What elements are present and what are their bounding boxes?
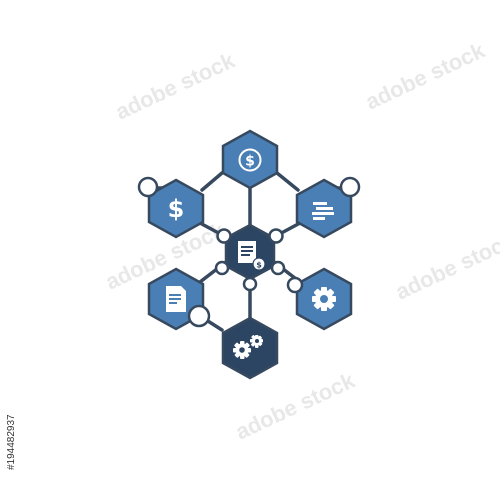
invoice-icon: $	[238, 241, 266, 271]
hex-node-top: $	[221, 129, 279, 190]
hex-node-bottom	[221, 316, 279, 380]
text-lines-icon	[312, 202, 334, 220]
connector-line	[200, 171, 224, 192]
watermark-text: adobe stock	[112, 47, 240, 124]
hex-node-center: $	[224, 223, 276, 281]
connector-node	[187, 304, 211, 328]
hex-node-right-lower	[295, 267, 353, 331]
connector-node	[214, 260, 230, 276]
dollar-sign-icon: $	[168, 195, 185, 223]
svg-text:$: $	[168, 195, 185, 223]
connector-node	[339, 176, 361, 198]
watermark-text: adobe stock	[392, 227, 500, 304]
connector-node	[286, 276, 304, 294]
watermark: adobe stock adobe stock adobe stock adob…	[102, 37, 500, 444]
connector-node	[216, 228, 232, 244]
watermark-text: adobe stock	[362, 37, 490, 114]
connector-nodes	[137, 176, 361, 328]
connector-line	[275, 171, 300, 192]
connector-node	[270, 260, 286, 276]
hex-node-left-upper: $	[147, 178, 205, 239]
connector-node	[242, 276, 258, 292]
gear-icon	[312, 287, 336, 311]
document-icon	[166, 286, 186, 312]
connector-node	[268, 228, 284, 244]
svg-text:$: $	[245, 154, 255, 170]
image-id-label: #194482937	[6, 414, 17, 470]
gears-icon	[233, 335, 263, 359]
svg-text:$: $	[256, 261, 262, 270]
connector-node	[137, 176, 159, 198]
dollar-circle-icon: $	[238, 148, 262, 172]
